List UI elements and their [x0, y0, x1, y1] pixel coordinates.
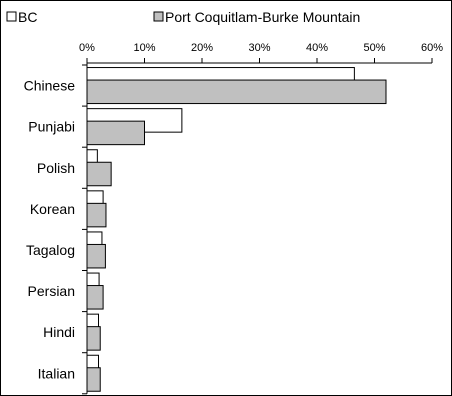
category-label: Punjabi: [28, 119, 75, 135]
bar-port-coquitlam-hindi: [86, 326, 101, 351]
bar-port-coquitlam-tagalog: [86, 243, 106, 269]
bar-port-coquitlam-chinese: [86, 79, 387, 105]
x-tick-label: 10%: [133, 42, 155, 54]
category-label: Tagalog: [26, 242, 75, 258]
legend-label-bc: BC: [18, 9, 37, 25]
bars: [86, 67, 387, 392]
bar-port-coquitlam-punjabi: [86, 120, 145, 146]
x-tick-label: 20%: [191, 42, 213, 54]
bar-port-coquitlam-korean: [86, 202, 107, 228]
legend-swatch-port-coquitlam: [153, 11, 164, 22]
bar-port-coquitlam-polish: [86, 161, 112, 187]
legend-label-port-coquitlam: Port Coquitlam-Burke Mountain: [165, 9, 360, 25]
category-label: Italian: [38, 365, 75, 381]
bar-port-coquitlam-italian: [86, 367, 101, 392]
x-tick-label: 40%: [306, 42, 328, 54]
category-label: Polish: [37, 160, 75, 176]
x-tick-label: 0%: [79, 42, 95, 54]
legend-swatch-bc: [6, 11, 17, 22]
x-tick-label: 30%: [248, 42, 270, 54]
bar-port-coquitlam-persian: [86, 285, 104, 310]
category-axis: ChinesePunjabiPolishKoreanTagalogPersian…: [24, 63, 88, 395]
category-label: Persian: [28, 283, 75, 299]
category-label: Hindi: [43, 324, 75, 340]
category-label: Chinese: [24, 78, 76, 94]
category-label: Korean: [30, 201, 75, 217]
x-axis: 0% 10% 20% 30% 40% 50% 60%: [79, 42, 443, 64]
x-tick-label: 50%: [363, 42, 385, 54]
x-tick-label: 60%: [421, 42, 443, 54]
legend: BC Port Coquitlam-Burke Mountain: [6, 9, 360, 25]
